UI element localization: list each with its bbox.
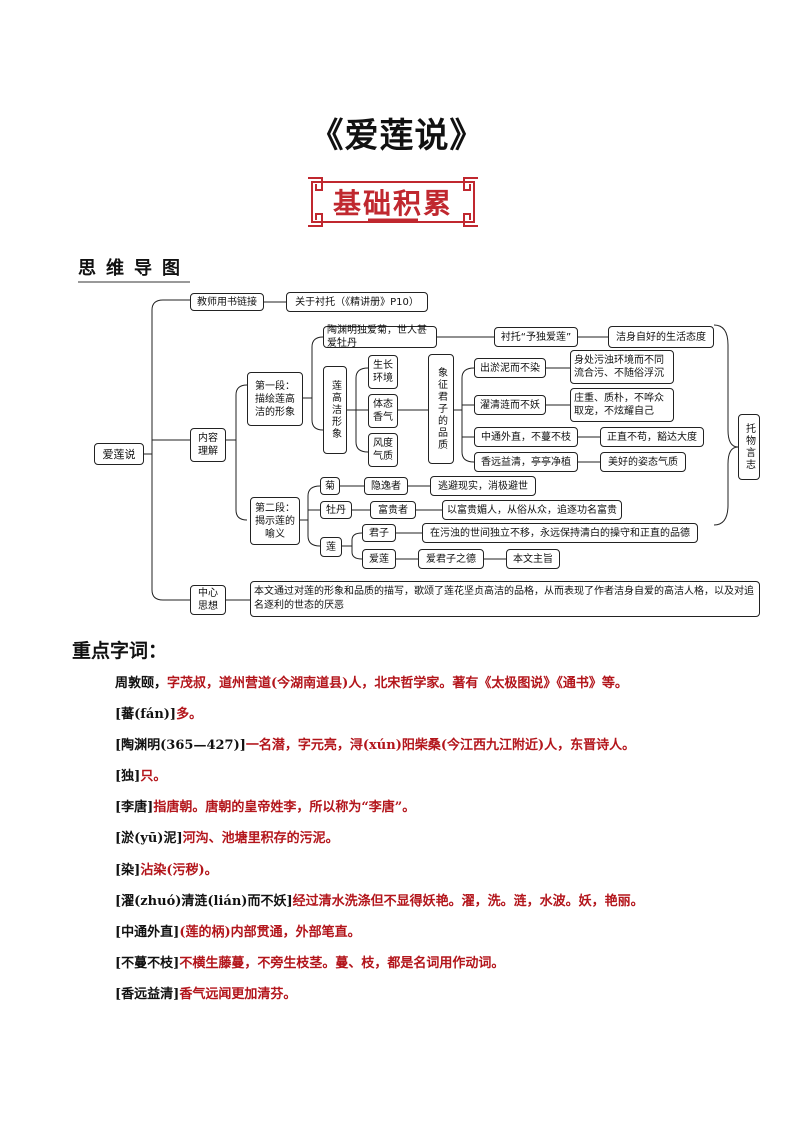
quality3-node: 中通外直，不蔓不枝 xyxy=(474,427,578,447)
keyword-item: [李唐]指唐朝。唐朝的皇帝姓李，所以称为“李唐”。 xyxy=(115,799,415,817)
contrast-result-node: 洁身自好的生活态度 xyxy=(608,326,714,348)
keyword-item: [陶渊明(365—427)]一名潜，字元亮，浔(xún)阳柴桑(今江西九江附近)… xyxy=(115,737,635,755)
lian-junzi-meaning-node: 在污浊的世间独立不移，永远保持清白的操守和正直的品德 xyxy=(422,523,698,543)
theme-text-node: 本文通过对莲的形象和品质的描写，歌颂了莲花坚贞高洁的品格，从而表现了作者洁身自爱… xyxy=(250,581,760,617)
mindmap-connectors xyxy=(0,0,794,640)
theme-node: 中心思想 xyxy=(190,585,226,615)
quality1-node: 出淤泥而不染 xyxy=(474,358,546,378)
lian-node: 莲 xyxy=(320,537,342,557)
mudan-person-node: 富贵者 xyxy=(370,501,416,519)
content-node: 内容理解 xyxy=(190,428,226,462)
lotus-image-node: 莲高洁形象 xyxy=(323,366,347,454)
teacher-note-node: 关于衬托（《精讲册》P10） xyxy=(286,292,428,312)
tuowu-node: 托物言志 xyxy=(738,414,760,480)
quality3-result-node: 正直不苟，豁达大度 xyxy=(600,427,704,447)
p1-top-node: 陶渊明独爱菊，世人甚爱牡丹 xyxy=(323,326,437,348)
keyword-item: [中通外直](莲的柄)内部贯通，外部笔直。 xyxy=(115,924,361,942)
mudan-meaning-node: 以富贵媚人，从俗从众，追逐功名富贵 xyxy=(442,500,622,520)
keyword-item: [濯(zhuó)清涟(lián)而不妖]经过清水洗涤但不显得妖艳。濯，洗。涟，水… xyxy=(115,893,644,911)
teacher-link-node: 教师用书链接 xyxy=(190,293,264,311)
contrast-node: 衬托“予独爱莲” xyxy=(494,327,578,347)
mindmap-root: 爱莲说 xyxy=(94,443,144,465)
lian-junzi-node: 君子 xyxy=(362,524,396,542)
keyword-item: [淤(yū)泥]河沟、池塘里积存的污泥。 xyxy=(115,830,339,848)
keywords-title: 重点字词： xyxy=(72,636,167,663)
style-node: 风度气质 xyxy=(368,433,398,467)
ju-meaning-node: 逃避现实，消极避世 xyxy=(430,476,536,496)
lian-love-node: 爱君子之德 xyxy=(418,549,484,569)
env-node: 生长环境 xyxy=(368,355,398,389)
keyword-item: [蕃(fán)]多。 xyxy=(115,706,202,724)
quality1-result-node: 身处污浊环境而不同流合污、不随俗浮沉 xyxy=(570,350,674,384)
symbol-node: 象征君子的品质 xyxy=(428,354,454,464)
paragraph2-node: 第二段：揭示莲的喻义 xyxy=(250,497,300,545)
lian-theme-node: 本文主旨 xyxy=(506,549,560,569)
ju-node: 菊 xyxy=(320,477,340,495)
keyword-item: 周敦颐，字茂叔，道州营道(今湖南道县)人，北宋哲学家。著有《太极图说》《通书》等… xyxy=(115,675,628,693)
quality2-node: 濯清涟而不妖 xyxy=(474,395,546,415)
ju-person-node: 隐逸者 xyxy=(364,477,408,495)
lian-ailian-node: 爱莲 xyxy=(362,549,396,569)
mudan-node: 牡丹 xyxy=(320,501,352,519)
quality4-result-node: 美好的姿态气质 xyxy=(600,452,686,472)
quality2-result-node: 庄重、质朴，不哗众取宠，不炫耀自己 xyxy=(570,388,674,422)
keyword-item: [染]沾染(污秽)。 xyxy=(115,862,218,880)
quality4-node: 香远益清，亭亭净植 xyxy=(474,452,578,472)
keyword-item: [独]只。 xyxy=(115,768,166,786)
shape-node: 体态香气 xyxy=(368,394,398,428)
keyword-item: [不蔓不枝]不横生藤蔓，不旁生枝茎。蔓、枝，都是名词用作动词。 xyxy=(115,955,504,973)
paragraph1-node: 第一段：描绘莲高洁的形象 xyxy=(247,372,303,426)
keyword-item: [香远益清]香气远闻更加清芬。 xyxy=(115,986,296,1004)
